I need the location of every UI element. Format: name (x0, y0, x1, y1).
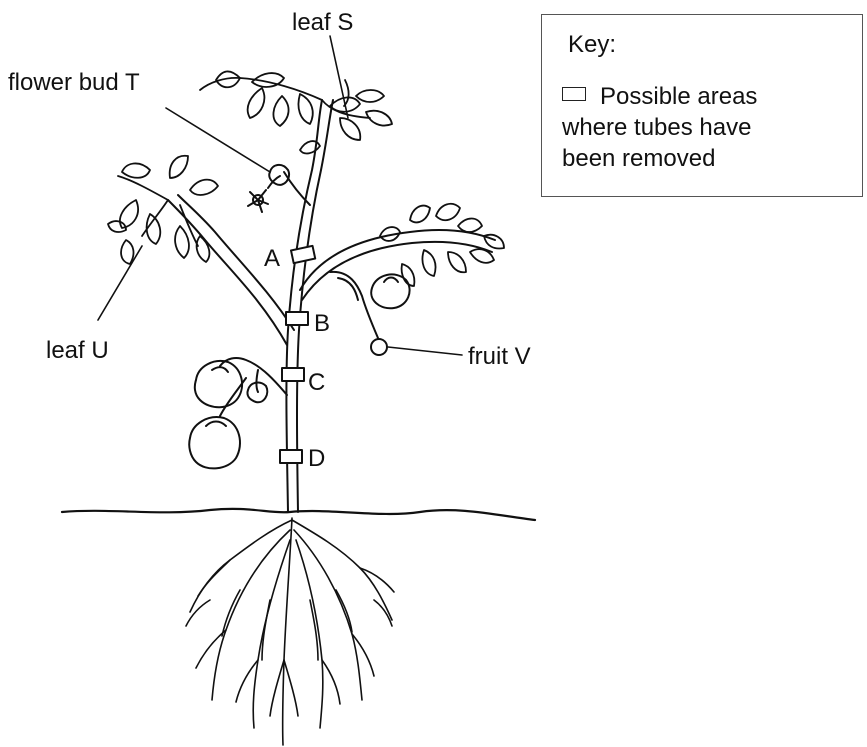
leader-leaf-u (98, 246, 142, 320)
removal-site-b (286, 312, 308, 325)
label-leaf-u: leaf U (46, 337, 109, 364)
rectangle-outline-icon (562, 87, 586, 101)
leader-fruit-v (388, 347, 462, 355)
removal-site-d (280, 450, 302, 463)
key-entry: Possible areas (562, 83, 757, 111)
right-fruit-stalk (330, 272, 378, 338)
left-fruit-upper (195, 361, 242, 407)
label-site-d: D (308, 445, 325, 472)
root-system (186, 518, 394, 745)
label-fruit-v: fruit V (468, 343, 531, 370)
leaf-s-cluster (200, 71, 392, 153)
label-site-a: A (264, 245, 280, 272)
leader-flower-bud-t (166, 108, 270, 172)
key-text-line2: where tubes have (562, 114, 751, 142)
left-fruit-lower (189, 417, 240, 468)
leaf-u-cluster (108, 156, 218, 264)
key-text-line1: Possible areas (600, 83, 757, 110)
key-box: Key: Possible areas where tubes have bee… (541, 14, 863, 197)
fruit-v (371, 339, 387, 355)
left-fruit-stalk (220, 358, 287, 416)
removal-site-a (291, 246, 315, 263)
label-site-c: C (308, 369, 325, 396)
label-leaf-s: leaf S (292, 9, 353, 36)
removal-site-c (282, 368, 304, 381)
key-text-line3: been removed (562, 145, 715, 173)
label-flower-bud-t: flower bud T (8, 69, 140, 96)
label-site-b: B (314, 310, 330, 337)
key-title: Key: (568, 31, 616, 59)
